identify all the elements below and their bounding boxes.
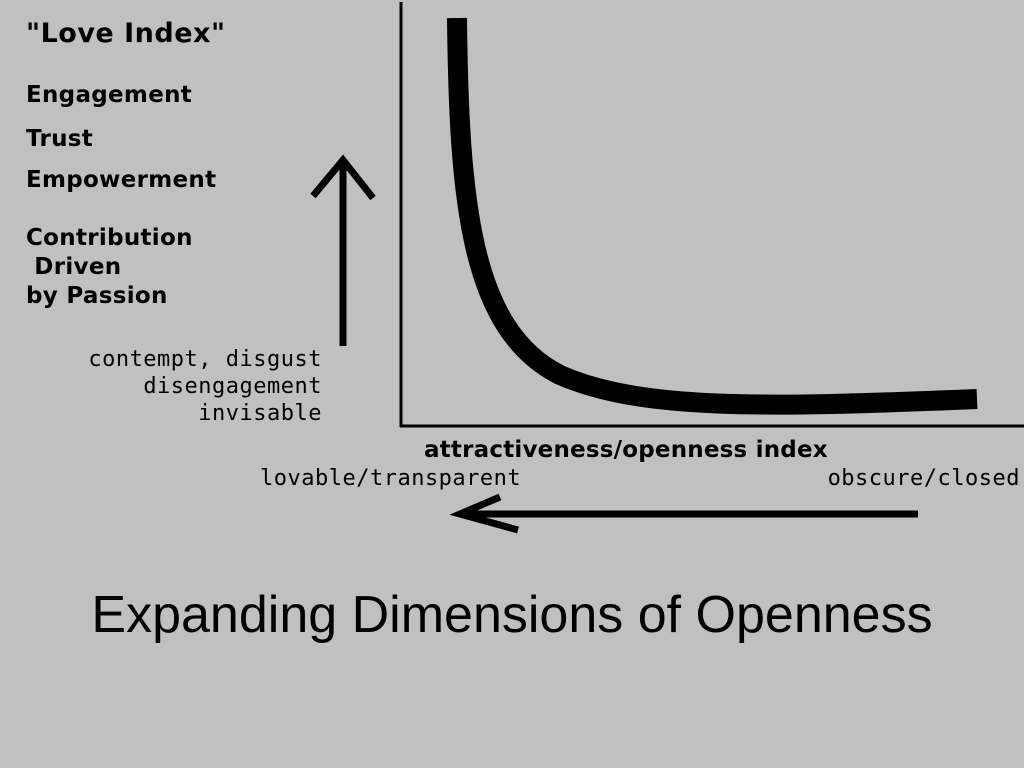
love-index-title: "Love Index" (26, 18, 226, 49)
label-lovable-transparent: lovable/transparent (260, 466, 522, 491)
label-empowerment: Empowerment (26, 167, 217, 193)
x-axis-label: attractiveness/openness index (424, 437, 828, 463)
label-engagement: Engagement (26, 82, 193, 108)
up-arrow-icon (310, 154, 376, 346)
love-curve (447, 17, 978, 415)
label-driven: Driven (26, 254, 122, 280)
label-contribution: Contribution (26, 225, 193, 251)
label-by-passion: by Passion (26, 283, 168, 309)
label-invisable: invisable (198, 401, 322, 426)
left-arrow-icon (449, 493, 918, 534)
label-disengagement: disengagement (143, 374, 322, 399)
label-trust: Trust (26, 126, 94, 152)
slide-title: Expanding Dimensions of Openness (91, 586, 933, 644)
label-contempt-disgust: contempt, disgust (88, 347, 322, 372)
label-obscure-closed: obscure/closed (827, 466, 1020, 491)
